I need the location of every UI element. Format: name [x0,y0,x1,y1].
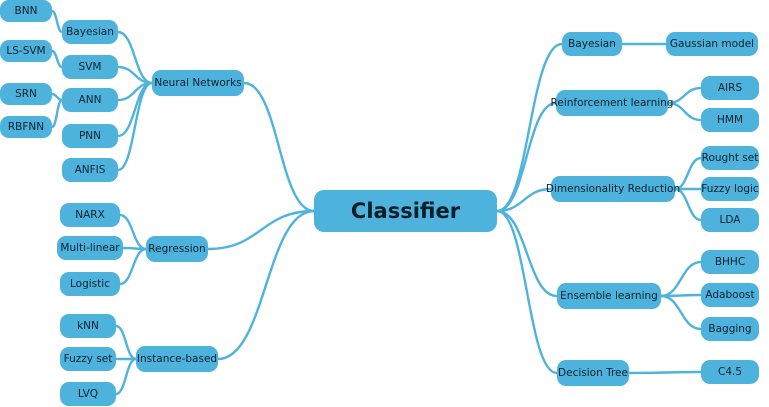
node-reinforcement-learning[interactable]: Reinforcement learning [551,90,673,116]
node-lvq[interactable]: LVQ [60,382,116,406]
edge-ensemble-learning-to-bagging [659,294,703,331]
node-multi-linear[interactable]: Multi-linear [57,236,123,260]
node-decision-tree[interactable]: Decision Tree [557,360,629,386]
node-bnn[interactable]: BNN [0,0,52,22]
edge-root-classifier-to-dimensionality-reduction [495,187,553,213]
edge-bayesian-left-to-bnn [50,9,64,34]
node-narx[interactable]: NARX [60,203,120,227]
node-airs[interactable]: AIRS [701,76,759,100]
node-lda[interactable]: LDA [701,208,759,232]
node-ensemble-learning[interactable]: Ensemble learning [557,283,661,309]
node-dimensionality-reduction[interactable]: Dimensionality Reduction [546,176,680,202]
edge-neural-networks-to-anfis [116,81,154,172]
node-rought-set[interactable]: Rought set [701,146,759,170]
edge-root-classifier-to-instance-based [216,209,316,361]
edge-ann-to-rbfnn [50,98,64,129]
node-gaussian-model[interactable]: Gaussian model [666,32,758,56]
node-hmm[interactable]: HMM [701,108,759,132]
edge-regression-to-narx [118,213,148,251]
node-knn[interactable]: kNN [60,314,116,338]
edge-svm-to-ls-svm [50,49,64,69]
edge-reinforcement-learning-to-hmm [666,101,703,122]
edge-ensemble-learning-to-bhhc [659,260,703,298]
edge-root-classifier-to-neural-networks [242,81,316,213]
node-bayesian-right[interactable]: Bayesian [562,32,622,56]
node-fuzzy-logic[interactable]: Fuzzy logic [701,177,759,201]
edge-ann-to-srn [50,92,64,102]
node-instance-based[interactable]: Instance-based [136,346,218,372]
root-node-classifier[interactable]: Classifier [314,190,497,232]
edge-ensemble-learning-to-adaboost [659,293,703,298]
node-pnn[interactable]: PNN [62,124,118,148]
node-fuzzy-set[interactable]: Fuzzy set [60,347,116,371]
edge-root-classifier-to-reinforcement-learning [495,101,558,213]
edge-dimensionality-reduction-to-lda [673,187,703,222]
node-bayesian-left[interactable]: Bayesian [62,20,118,44]
edge-instance-based-to-lvq [114,357,138,396]
node-adaboost[interactable]: Adaboost [701,283,759,307]
node-bagging[interactable]: Bagging [701,317,759,341]
node-c4-5[interactable]: C4.5 [701,360,759,384]
node-svm[interactable]: SVM [62,55,118,79]
edge-regression-to-logistic [118,247,148,286]
node-srn[interactable]: SRN [0,83,52,105]
node-anfis[interactable]: ANFIS [62,158,118,182]
edge-instance-based-to-knn [114,324,138,361]
node-neural-networks[interactable]: Neural Networks [152,70,244,96]
node-logistic[interactable]: Logistic [60,272,120,296]
edge-root-classifier-to-ensemble-learning [495,209,559,298]
node-regression[interactable]: Regression [146,236,208,262]
edge-decision-tree-to-c4-5 [627,370,703,375]
node-ls-svm[interactable]: LS-SVM [0,40,52,62]
edge-root-classifier-to-decision-tree [495,209,559,375]
node-bhhc[interactable]: BHHC [701,250,759,274]
edge-root-classifier-to-regression [206,209,316,251]
node-rbfnn[interactable]: RBFNN [0,116,52,138]
node-ann[interactable]: ANN [62,88,118,112]
